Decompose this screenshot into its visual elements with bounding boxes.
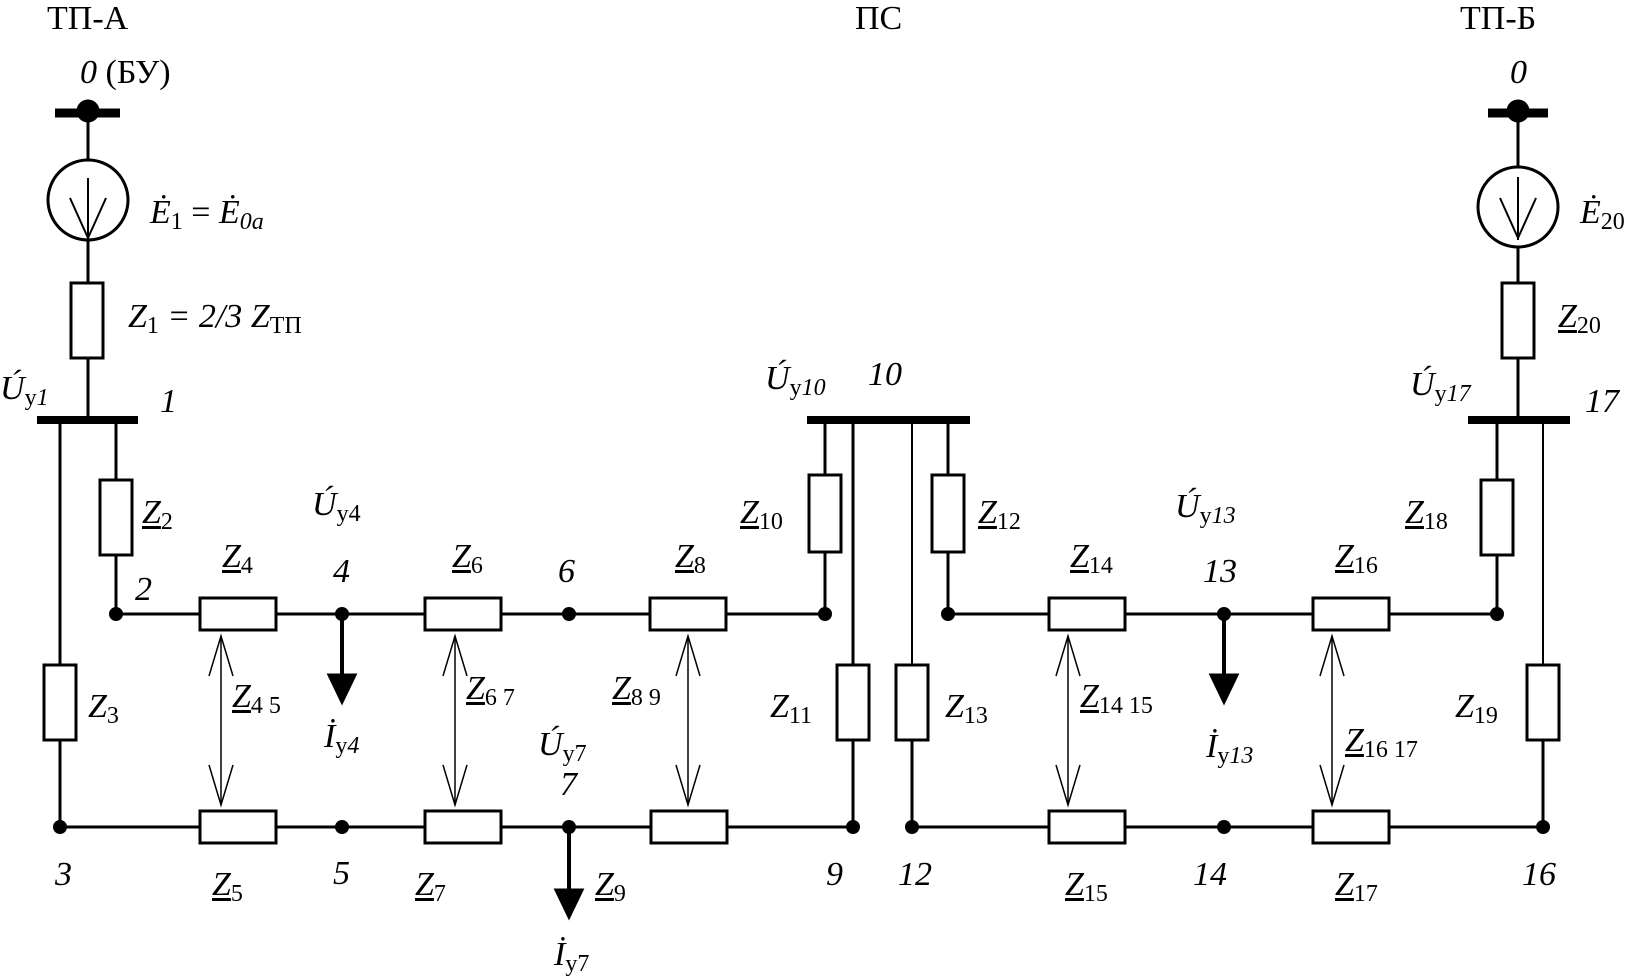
resistor-z1 bbox=[69, 281, 105, 360]
z67-label: Z6 7 bbox=[466, 670, 515, 711]
title-tp-b: ТП-Б bbox=[1460, 0, 1537, 37]
z18-label: Z18 bbox=[1405, 494, 1448, 535]
resistor-z6 bbox=[423, 596, 503, 632]
u17-label: Úу17 bbox=[1410, 366, 1471, 407]
z1-label: Z1 = 2/3 ZТП bbox=[128, 298, 302, 339]
e1-label: Ė1 = Ė0a bbox=[150, 194, 264, 235]
resistor-z4 bbox=[198, 596, 278, 632]
z15-label: Z15 bbox=[1065, 866, 1108, 907]
resistor-z13 bbox=[894, 663, 930, 742]
node-1: 1 bbox=[160, 383, 177, 420]
resistor-z2 bbox=[98, 478, 134, 557]
node-17: 17 bbox=[1585, 383, 1619, 420]
mutual-arrows bbox=[208, 633, 1345, 808]
z16-label: Z16 bbox=[1335, 538, 1378, 579]
node-13: 13 bbox=[1203, 553, 1237, 590]
z13-label: Z13 bbox=[945, 688, 988, 729]
node-7: 7 bbox=[560, 766, 577, 803]
resistor-z15 bbox=[1047, 809, 1127, 845]
resistor-z11 bbox=[835, 663, 871, 742]
z7-label: Z7 bbox=[415, 866, 446, 907]
e20-label: Ė20 bbox=[1580, 194, 1625, 235]
load-arrow-13 bbox=[1208, 673, 1240, 706]
z89-label: Z8 9 bbox=[612, 670, 661, 711]
node-4: 4 bbox=[333, 553, 350, 590]
source-arrow-head bbox=[69, 197, 107, 241]
u10-label: Úу10 bbox=[765, 360, 826, 401]
z4-label: Z4 bbox=[222, 538, 253, 579]
z1617-label: Z16 17 bbox=[1345, 722, 1418, 763]
load-arrow-4 bbox=[326, 673, 358, 706]
z45-label: Z4 5 bbox=[232, 678, 281, 719]
z5-label: Z5 bbox=[212, 866, 243, 907]
i13-label: İу13 bbox=[1206, 728, 1254, 769]
i4-label: İу4 bbox=[324, 718, 360, 759]
u4-label: Úу4 bbox=[312, 486, 361, 527]
z11-label: Z11 bbox=[770, 688, 813, 729]
node-16: 16 bbox=[1522, 856, 1556, 893]
node-12: 12 bbox=[898, 856, 932, 893]
node-14: 14 bbox=[1193, 856, 1227, 893]
resistor-z17 bbox=[1311, 809, 1391, 845]
resistor-z18 bbox=[1479, 478, 1515, 557]
resistor-z10 bbox=[807, 473, 843, 554]
resistor-z20 bbox=[1500, 281, 1536, 360]
z9-label: Z9 bbox=[595, 866, 626, 907]
u1-label: Úу1 bbox=[0, 370, 49, 411]
z14-label: Z14 bbox=[1070, 538, 1113, 579]
z20-label: Z20 bbox=[1558, 298, 1601, 339]
resistor-z7 bbox=[423, 809, 503, 845]
z1415-label: Z14 15 bbox=[1080, 678, 1153, 719]
resistor-z5 bbox=[198, 809, 278, 845]
node-0-left-label: 0 (БУ) bbox=[80, 54, 171, 91]
i7-label: İу7 bbox=[554, 936, 590, 977]
resistor-z14 bbox=[1047, 596, 1127, 632]
resistor-z8 bbox=[648, 596, 728, 632]
node-6: 6 bbox=[558, 553, 575, 590]
z12-label: Z12 bbox=[978, 494, 1021, 535]
load-arrow-7 bbox=[553, 888, 585, 921]
z19-label: Z19 bbox=[1455, 688, 1498, 729]
resistor-z19 bbox=[1525, 663, 1561, 742]
z8-label: Z8 bbox=[675, 538, 706, 579]
resistor-z16 bbox=[1311, 596, 1391, 632]
z10-label: Z10 bbox=[740, 494, 783, 535]
source-arrow-head bbox=[1499, 197, 1537, 241]
z2-label: Z2 bbox=[142, 494, 173, 535]
title-ps: ПС bbox=[855, 0, 903, 37]
node-10: 10 bbox=[868, 356, 902, 393]
node-2: 2 bbox=[135, 571, 152, 608]
junction-dots bbox=[53, 607, 1550, 834]
resistor-z12 bbox=[930, 473, 966, 554]
resistor-z9 bbox=[649, 809, 729, 845]
node-3: 3 bbox=[55, 856, 72, 893]
node-0-right-label: 0 bbox=[1510, 54, 1527, 91]
z17-label: Z17 bbox=[1335, 866, 1378, 907]
node-9: 9 bbox=[826, 856, 843, 893]
z3-label: Z3 bbox=[88, 688, 119, 729]
title-tp-a: ТП-А bbox=[47, 0, 129, 37]
u7-label: Úу7 bbox=[538, 726, 587, 767]
z6-label: Z6 bbox=[452, 538, 483, 579]
resistor-z3 bbox=[42, 663, 78, 742]
node-5: 5 bbox=[333, 855, 350, 892]
u13-label: Úу13 bbox=[1175, 488, 1236, 529]
